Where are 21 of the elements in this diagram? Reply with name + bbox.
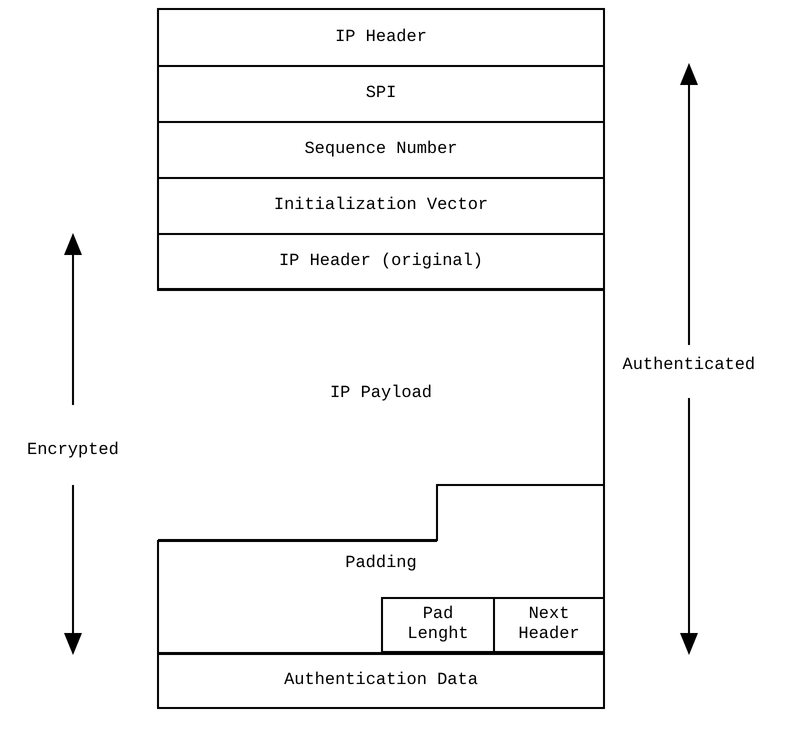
packet-field	[157, 8, 605, 67]
field-label: Next Header	[517, 605, 581, 645]
packet-field	[157, 177, 605, 235]
field-label: IP Header	[334, 28, 428, 48]
packet-field	[157, 233, 605, 291]
field-label: IP Header (original)	[278, 252, 484, 272]
packet-field	[157, 121, 605, 179]
packet-field	[157, 289, 605, 541]
packet-field	[157, 65, 605, 123]
field-label: Authentication Data	[283, 671, 479, 691]
span-label: Authenticated	[622, 356, 756, 376]
packet-field	[381, 597, 495, 653]
field-label: SPI	[364, 84, 398, 104]
packet-field	[493, 597, 605, 653]
field-label: IP Payload	[328, 384, 434, 404]
packet-field	[157, 653, 605, 709]
field-label: Sequence Number	[303, 140, 459, 160]
field-label: Pad Lenght	[406, 605, 470, 645]
field-label: Padding	[344, 554, 418, 574]
span-label: Encrypted	[27, 441, 119, 461]
field-label: Initialization Vector	[272, 196, 490, 216]
